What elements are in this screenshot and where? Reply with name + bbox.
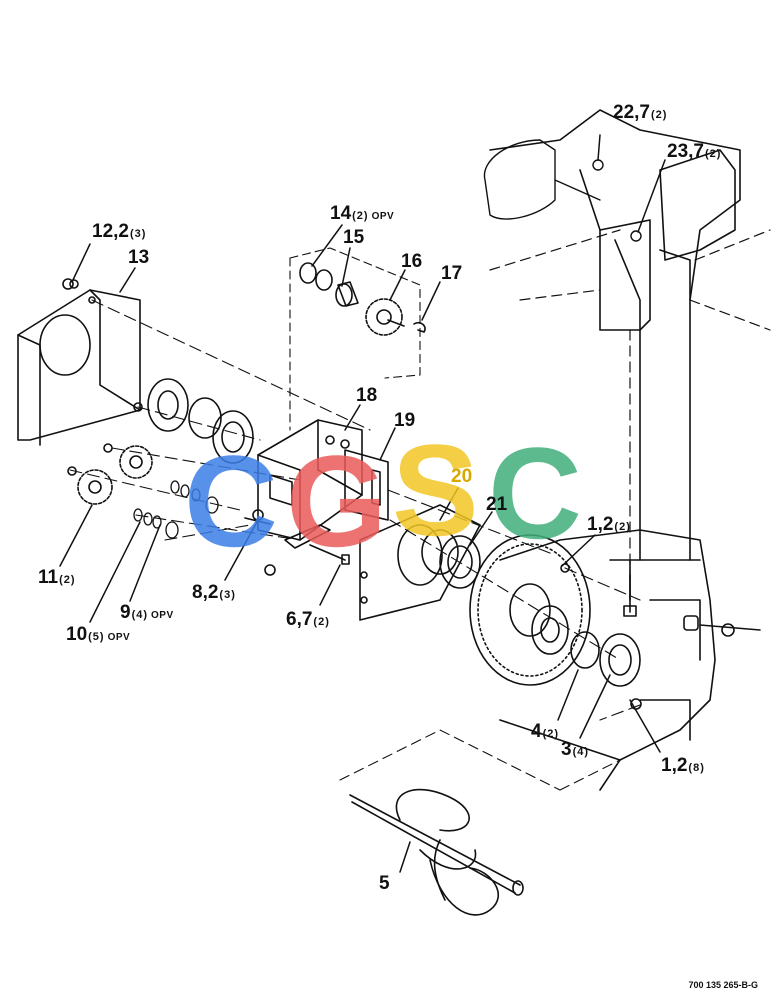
callout-10: 10(5)OPV <box>66 625 130 644</box>
callout-number: 3 <box>561 739 572 760</box>
callout-14: 14(2)OPV <box>330 204 394 223</box>
frame-plate-top <box>483 139 642 242</box>
callout-number: 12,2 <box>92 221 129 242</box>
figure-code: 700 135 265-B-G <box>688 980 758 990</box>
callout-quantity: (4) <box>131 609 149 621</box>
seal-21 <box>439 535 481 589</box>
callout-quantity: (2) <box>704 148 722 160</box>
callout-number: 1,2 <box>661 755 688 776</box>
bearing-flange-left <box>133 378 254 464</box>
callout-19: 19 <box>394 411 415 430</box>
callout-number: 18 <box>356 385 378 406</box>
callout-20: 20 <box>451 467 472 486</box>
callout-4: 4(2) <box>531 722 559 741</box>
sprocket-lower <box>67 466 113 505</box>
frame-upright <box>489 109 741 561</box>
callout-23-7: 23,7(2) <box>667 142 721 161</box>
callout-number: 19 <box>394 410 416 431</box>
callout-number: 8,2 <box>192 582 219 603</box>
bracket-18 <box>257 419 363 549</box>
leader-arrows <box>59 134 666 873</box>
callout-number: 10 <box>66 624 88 645</box>
shield-13 <box>17 278 141 446</box>
callout-1-2-lower: 1,2(8) <box>661 756 705 775</box>
sprocket-upper <box>103 443 153 479</box>
callout-number: 4 <box>531 721 542 742</box>
callout-number: 5 <box>379 873 390 894</box>
callout-5: 5 <box>379 874 390 893</box>
callout-number: 6,7 <box>286 609 313 630</box>
callout-opv: OPV <box>107 632 131 643</box>
callout-16: 16 <box>401 252 422 271</box>
callout-quantity: (8) <box>688 762 705 774</box>
callout-quantity: (2) <box>614 521 631 533</box>
callout-22-7: 22,7(2) <box>613 103 667 122</box>
dashed-structure <box>489 229 771 601</box>
callout-quantity: (2) <box>650 109 668 121</box>
mount-plate-19 <box>344 449 389 521</box>
callout-number: 20 <box>451 466 473 487</box>
callout-number: 21 <box>486 494 508 515</box>
callout-number: 23,7 <box>667 141 704 162</box>
callout-11: 11(2) <box>38 568 76 587</box>
callout-quantity: (2) <box>542 728 560 740</box>
callout-15: 15 <box>343 228 364 247</box>
callout-13: 13 <box>128 248 149 267</box>
callout-number: 14 <box>330 203 352 224</box>
large-gear <box>469 534 591 686</box>
callout-quantity: (4) <box>572 746 590 758</box>
auger-5 <box>349 788 524 916</box>
callout-17: 17 <box>441 264 462 283</box>
callout-opv: OPV <box>371 211 395 222</box>
auger-guide-lines <box>339 729 621 791</box>
callout-number: 11 <box>38 567 59 588</box>
callout-quantity: (5) <box>88 631 105 643</box>
callout-quantity: (2) <box>352 210 369 222</box>
callout-number: 17 <box>441 263 463 284</box>
callout-6-7: 6,7(2) <box>286 610 330 629</box>
callout-quantity: (3) <box>219 589 236 601</box>
alignment-lines <box>69 299 641 721</box>
callout-8-2: 8,2(3) <box>192 583 236 602</box>
callout-number: 13 <box>128 247 150 268</box>
callout-21: 21 <box>486 495 507 514</box>
plate-20 <box>359 504 481 621</box>
callout-number: 1,2 <box>587 514 614 535</box>
housing <box>499 529 761 791</box>
callout-number: 9 <box>120 602 131 623</box>
callout-number: 16 <box>401 251 423 272</box>
idler-assembly <box>289 247 426 431</box>
washers <box>133 480 219 539</box>
callout-1-2-upper: 1,2(2) <box>587 515 631 534</box>
bolt-right <box>623 574 637 617</box>
callout-quantity: (3) <box>129 228 147 240</box>
callout-12-2: 12,2(3) <box>92 222 146 241</box>
callout-number: 22,7 <box>613 102 650 123</box>
callout-opv: OPV <box>151 610 174 621</box>
callout-quantity: (2) <box>59 574 76 586</box>
callout-18: 18 <box>356 386 377 405</box>
callout-quantity: (2) <box>313 616 330 628</box>
callout-number: 15 <box>343 227 365 248</box>
callout-9: 9(4)OPV <box>120 603 174 622</box>
callout-3: 3(4) <box>561 740 589 759</box>
